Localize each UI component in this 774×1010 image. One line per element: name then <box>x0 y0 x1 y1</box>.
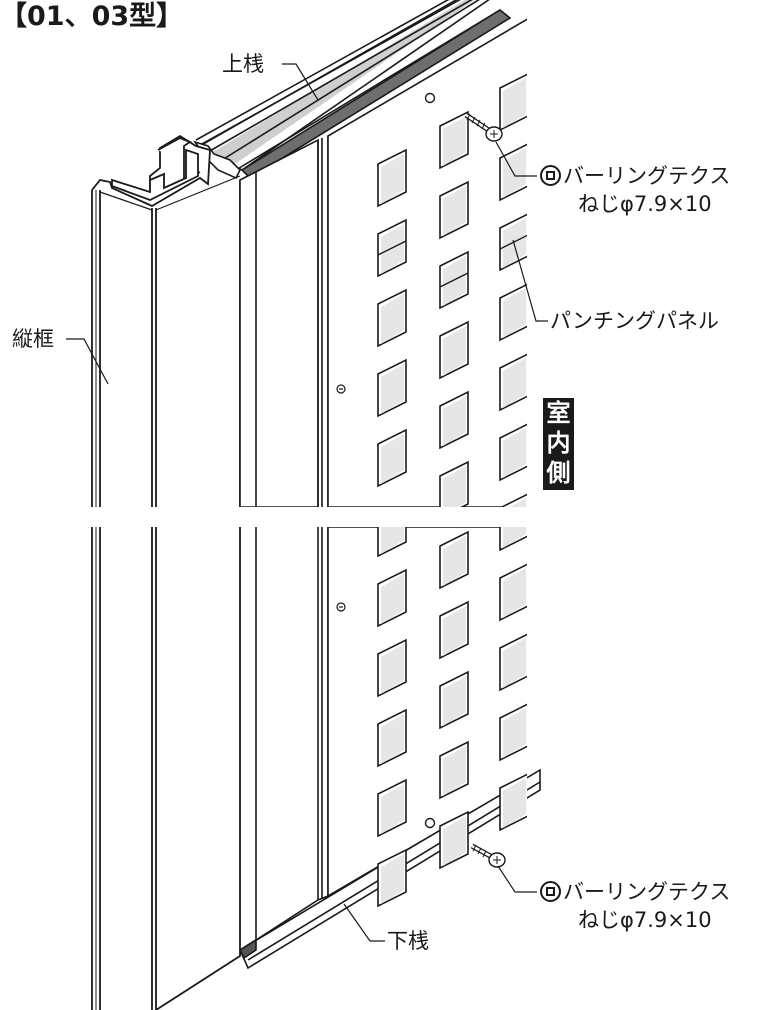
panel-hole-shade <box>443 676 466 726</box>
panel-hole-edge <box>377 240 407 256</box>
label-screw-bottom: バーリングテクス <box>540 880 730 904</box>
panel-hole-shade <box>381 364 404 414</box>
label-bottom-rail: 下桟 <box>387 929 429 953</box>
panel-hole-shade <box>443 606 466 656</box>
panel-screw-upper <box>336 384 346 394</box>
panel-hole-shade <box>503 638 526 688</box>
panel-hole-shade <box>503 358 526 408</box>
panel-hole-shade <box>503 778 526 828</box>
label-top-rail: 上桟 <box>222 52 264 76</box>
panel-hole-shade <box>503 527 526 548</box>
panel-hole-shade <box>503 288 526 338</box>
indoor-side-char-3: 側 <box>546 459 571 487</box>
tek-screw-bottom <box>470 843 506 868</box>
panel-hole-shade <box>381 714 404 764</box>
panel-hole-shade <box>443 396 466 446</box>
label-punching-panel: パンチングパネル <box>550 309 720 333</box>
panel-hole-shade <box>381 527 404 554</box>
leader-vertical-frame <box>66 338 109 385</box>
panel-screw-lower <box>336 602 346 612</box>
panel-hole-shade <box>443 326 466 376</box>
panel-hole-shade <box>503 148 526 198</box>
panel-hole-shade <box>381 644 404 694</box>
square-in-circle-mark-icon <box>540 165 561 186</box>
panel-hole-shade <box>503 218 526 268</box>
screw-hole-bottom <box>424 817 436 829</box>
leader-lines <box>66 63 548 942</box>
panel-hole-shade <box>443 186 466 236</box>
panel-hole-shade <box>381 854 404 904</box>
panel-holes-lower <box>377 527 527 908</box>
panel-hole-shade <box>381 294 404 344</box>
panel-hole-shade <box>443 746 466 796</box>
punching-panel-lower <box>327 527 527 908</box>
panel-hole-shade <box>443 536 466 586</box>
leader-punching-panel <box>512 239 548 322</box>
leader-screw-top <box>495 141 537 177</box>
indoor-side-tag: 室 内 側 <box>543 398 574 490</box>
top-rail <box>192 0 512 180</box>
panel-hole-shade <box>381 434 404 484</box>
punching-panel <box>327 18 527 507</box>
post-strip-lower <box>239 527 329 951</box>
panel-hole-shade <box>503 568 526 618</box>
label-screw-bottom-spec: ねじφ7.9×10 <box>578 908 712 932</box>
panel-hole-shade <box>503 428 526 478</box>
panel-hole-shade <box>503 708 526 758</box>
leader-screw-bottom <box>497 865 537 893</box>
panel-hole-shade <box>381 784 404 834</box>
panel-hole-shade <box>443 466 466 507</box>
lower-section <box>91 527 541 1010</box>
label-vertical-frame: 縦框 <box>12 327 54 351</box>
indoor-side-char-1: 室 <box>546 399 571 427</box>
screw-top-name: バーリングテクス <box>563 164 731 188</box>
panel-hole-shade <box>443 816 466 866</box>
panel-hole-shade <box>381 574 404 624</box>
screw-bottom-name: バーリングテクス <box>563 880 731 904</box>
panel-holes <box>377 73 527 507</box>
panel-hole-edge <box>439 272 469 288</box>
panel-hole-shade <box>443 116 466 166</box>
model-title: 【01、03型】 <box>0 1 184 32</box>
label-screw-top: バーリングテクス <box>540 164 730 188</box>
indoor-side-char-2: 内 <box>546 429 571 457</box>
leader-bottom-rail <box>343 903 385 942</box>
panel-hole-shade <box>510 498 526 507</box>
panel-hole-shade <box>443 256 466 306</box>
post-strip <box>239 136 329 507</box>
leader-top-rail <box>282 63 319 101</box>
panel-hole-shade <box>381 154 404 204</box>
label-screw-top-spec: ねじφ7.9×10 <box>578 192 712 216</box>
panel-hole-shade <box>381 224 404 274</box>
vertical-frame-lower <box>91 527 241 1010</box>
upper-section <box>91 0 527 507</box>
square-in-circle-mark-icon <box>540 881 561 902</box>
screw-hole-top <box>424 92 436 104</box>
panel-hole-shade <box>503 78 526 128</box>
vertical-frame <box>91 134 241 507</box>
tek-screw-top <box>464 112 503 142</box>
